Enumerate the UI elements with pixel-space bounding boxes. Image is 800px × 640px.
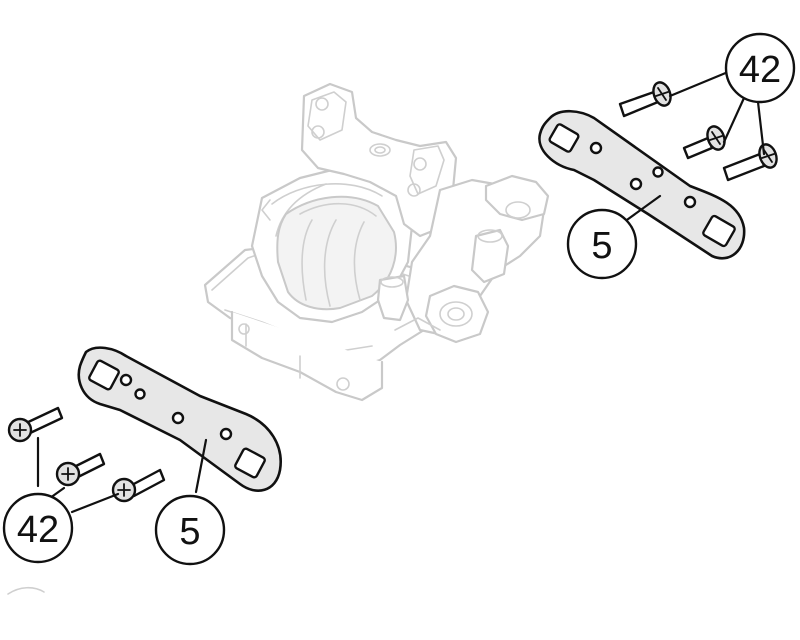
callout-label-lower-screws: 42 (17, 509, 59, 551)
lower-mount-plate (77, 346, 282, 492)
lower-screws (7, 406, 166, 503)
callout-lower-plate: 5 (154, 494, 226, 566)
callout-upper-screws: 42 (724, 32, 796, 104)
callout-upper-plate: 5 (566, 208, 638, 280)
screw-upper-1 (618, 81, 672, 118)
callout-label-upper-plate: 5 (591, 225, 612, 267)
screw-lower-2 (55, 452, 106, 487)
screw-lower-1 (7, 406, 64, 443)
gearbox-housing (203, 82, 550, 402)
callout-label-upper-screws: 42 (739, 49, 781, 91)
screw-upper-2 (682, 125, 726, 160)
screw-lower-3 (111, 468, 166, 503)
upper-mount-plate (538, 109, 746, 260)
callout-label-lower-plate: 5 (179, 511, 200, 553)
upper-screws (618, 81, 778, 182)
callout-lower-screws: 42 (2, 492, 74, 564)
screw-upper-3 (722, 143, 778, 182)
partial-circle-fragment (7, 586, 45, 595)
